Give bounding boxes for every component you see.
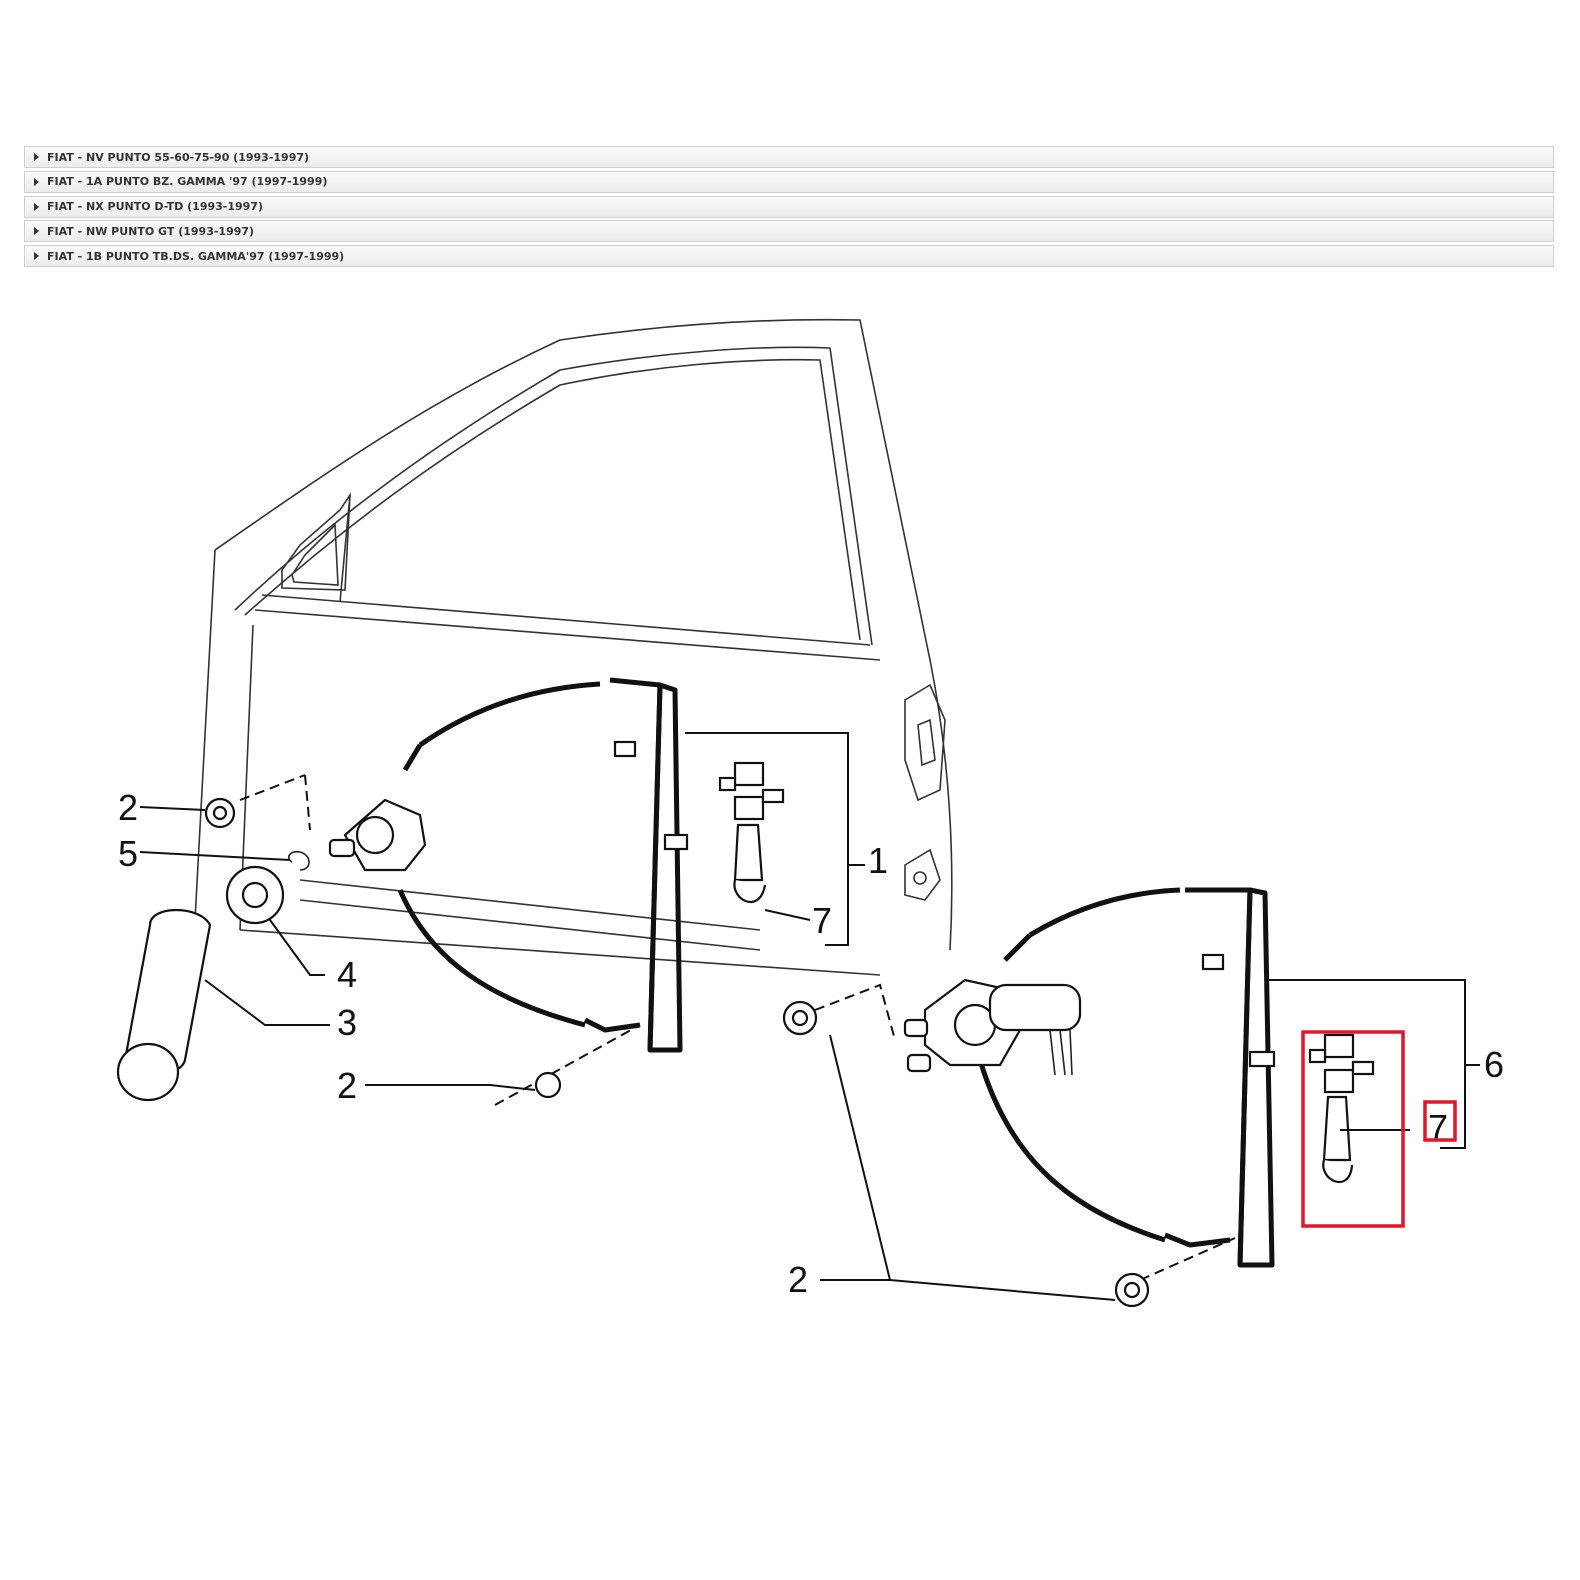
model-accordion: FIAT - NV PUNTO 55-60-75-90 (1993-1997) … [24, 146, 1554, 270]
switch-right [1308, 1033, 1375, 1184]
model-label: FIAT - NW PUNTO GT (1993-1997) [47, 224, 255, 238]
manual-parts [116, 797, 562, 1102]
callout-switch-right: 7 [1428, 1107, 1448, 1148]
caret-right-icon [34, 153, 39, 161]
model-row-1b-punto[interactable]: FIAT - 1B PUNTO TB.DS. GAMMA'97 (1997-19… [24, 245, 1554, 268]
callout-electric-regulator: 6 [1484, 1044, 1504, 1085]
model-label: FIAT - 1B PUNTO TB.DS. GAMMA'97 (1997-19… [47, 249, 345, 263]
callout-clip: 5 [118, 833, 138, 874]
switch-left [718, 761, 785, 904]
model-row-1a-punto[interactable]: FIAT - 1A PUNTO BZ. GAMMA '97 (1997-1999… [24, 170, 1554, 193]
caret-right-icon [34, 227, 39, 236]
model-row-nw-punto[interactable]: FIAT - NW PUNTO GT (1993-1997) [24, 220, 1554, 243]
callout-nut-lower-left: 2 [337, 1065, 357, 1106]
door-body-outline [194, 318, 953, 976]
callout-manual-regulator: 1 [868, 840, 888, 881]
model-label: FIAT - NX PUNTO D-TD (1993-1997) [47, 200, 263, 214]
electric-window-regulator [782, 887, 1276, 1308]
caret-right-icon [34, 202, 39, 211]
highlight-switch-box [1301, 1030, 1405, 1228]
callout-handle: 3 [337, 1002, 357, 1043]
callout-washer: 4 [337, 954, 357, 995]
caret-right-icon [34, 177, 39, 186]
highlight-callout-box [1423, 1100, 1457, 1142]
leader-lines [139, 732, 1480, 1301]
motor-icon [988, 983, 1082, 1032]
nut-icon [534, 1071, 562, 1099]
manual-window-regulator [239, 677, 689, 1106]
callout-nuts-right: 2 [788, 1259, 808, 1300]
model-label: FIAT - 1A PUNTO BZ. GAMMA '97 (1997-1999… [47, 175, 328, 189]
callout-switch-left: 7 [812, 900, 832, 941]
model-row-nv-punto[interactable]: FIAT - NV PUNTO 55-60-75-90 (1993-1997) [24, 146, 1554, 168]
callout-nut-top-left: 2 [118, 787, 138, 828]
caret-right-icon [34, 252, 39, 261]
model-label: FIAT - NV PUNTO 55-60-75-90 (1993-1997) [47, 150, 310, 164]
model-row-nx-punto[interactable]: FIAT - NX PUNTO D-TD (1993-1997) [24, 195, 1554, 218]
